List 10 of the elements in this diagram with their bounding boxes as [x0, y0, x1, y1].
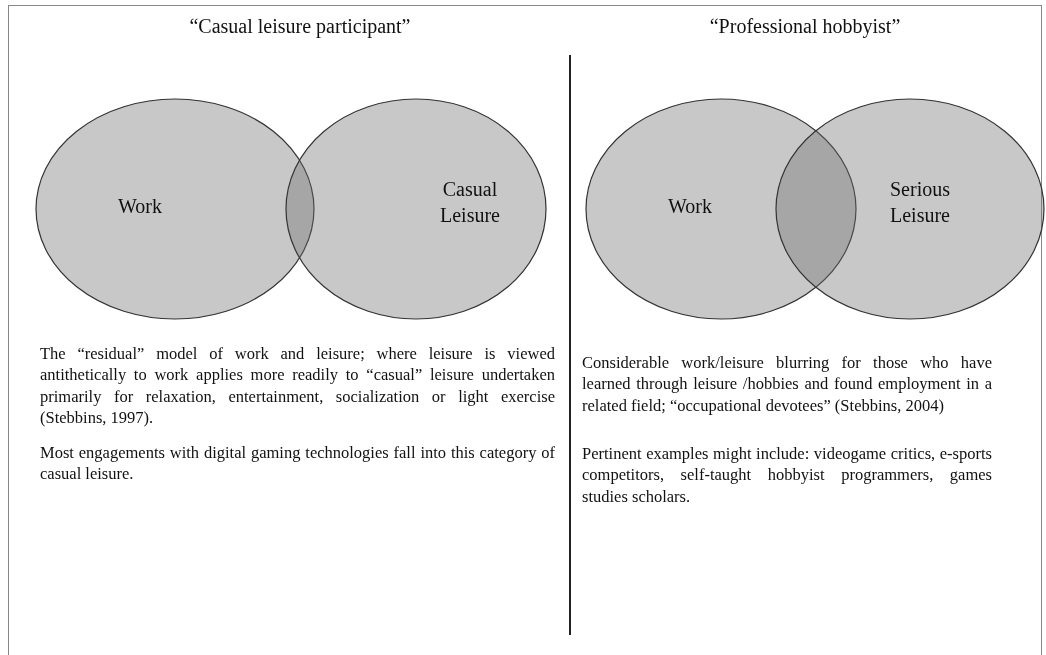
description-paragraph: The “residual” model of work and leisure; where leisure is viewed antithetically to work applies more readily to “casual” leisure undertaken primarily for relaxation, entertainment, socialization or light exercise (Stebbins, 1997). — [40, 343, 555, 429]
panel-heading: “Professional hobbyist” — [708, 15, 902, 38]
circle-label: Work — [667, 194, 713, 219]
circle-label: Casual Leisure — [439, 177, 501, 228]
note-paragraph: Most engagements with digital gaming technologies fall into this category of casual leisure. — [40, 442, 555, 485]
panel-heading: “Casual leisure participant” — [188, 15, 412, 38]
circle-label: Serious Leisure — [889, 177, 951, 228]
circle-label: Work — [117, 194, 163, 219]
examples-paragraph: Pertinent examples might include: videogame critics, e-sports competitors, self-taught hobbyist programmers, games studies scholars. — [582, 443, 992, 508]
description-paragraph: Considerable work/leisure blurring for those who have learned through leisure /hobbies and found employment in a related field; “occupational devotees” (Stebbins, 2004) — [582, 352, 992, 417]
